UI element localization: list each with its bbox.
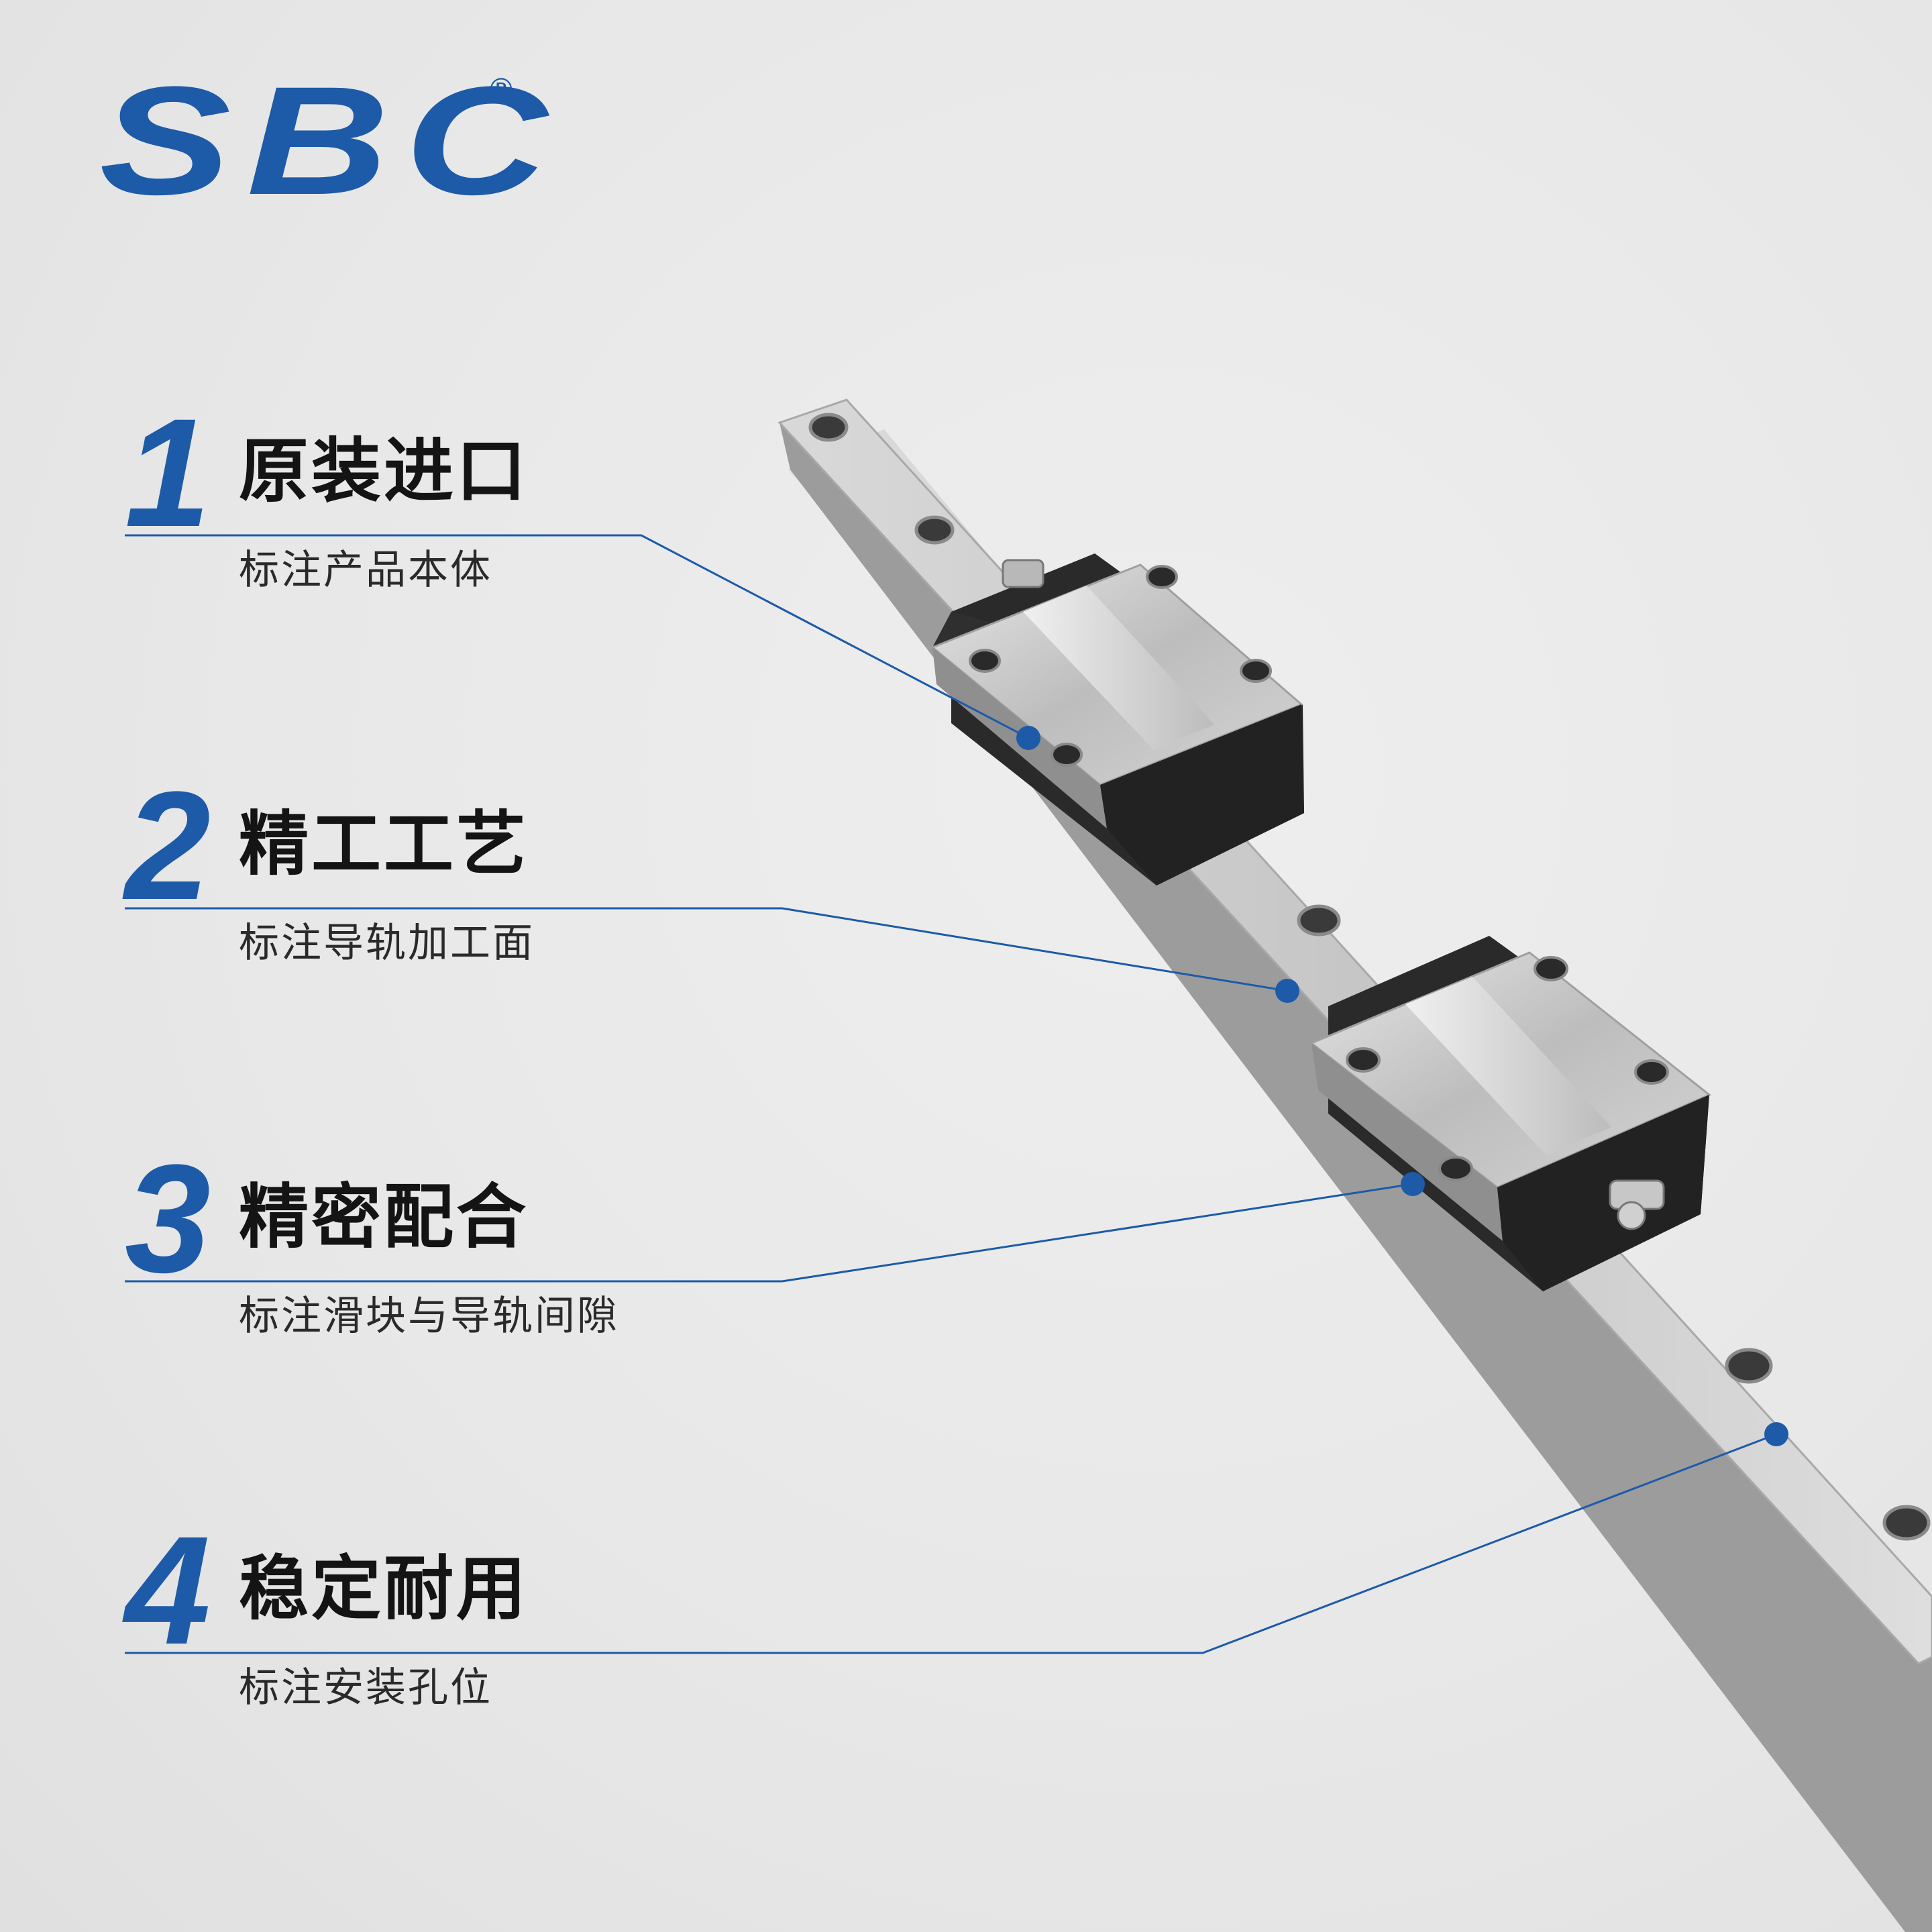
feature-item-1: 1 原装进口 标注产品本体 [125, 396, 930, 597]
feature-title: 原装进口 [239, 430, 529, 512]
leader-lines [125, 534, 1777, 1654]
leader-line-3 [125, 1183, 1413, 1283]
registered-mark: ® [486, 72, 516, 107]
grease-nipple-icon [1609, 1179, 1665, 1230]
feature-title: 稳定耐用 [239, 1548, 529, 1629]
feature-subtitle: 标注滑块与导轨间隙 [239, 1293, 619, 1340]
callout-dot-1 [1016, 726, 1040, 750]
feature-number: 4 [125, 1504, 211, 1676]
leader-line-1 [125, 534, 1029, 739]
carriage-block-lower [1309, 936, 1711, 1291]
feature-subtitle: 标注产品本体 [239, 547, 492, 594]
callout-dot-2 [1275, 979, 1299, 1003]
feature-number: 3 [125, 1132, 211, 1305]
feature-item-4: 4 稳定耐用 标注安装孔位 [125, 1513, 930, 1715]
feature-number: 1 [125, 386, 211, 559]
callout-dot-4 [1764, 1422, 1788, 1446]
feature-item-3: 3 精密配合 标注滑块与导轨间隙 [125, 1142, 930, 1343]
feature-item-2: 2 精工工艺 标注导轨加工面 [125, 769, 930, 970]
feature-subtitle: 标注安装孔位 [239, 1664, 492, 1711]
feature-number: 2 [125, 759, 211, 932]
callout-dots [1016, 726, 1788, 1446]
brand-logo-text: SBC [99, 54, 563, 227]
feature-title: 精密配合 [239, 1176, 529, 1258]
feature-title: 精工工艺 [239, 803, 529, 885]
rail-mounting-holes [808, 413, 1931, 1541]
leader-line-4 [125, 1433, 1777, 1654]
leader-line-2 [125, 907, 1288, 992]
feature-subtitle: 标注导轨加工面 [239, 920, 535, 967]
callout-dot-3 [1401, 1172, 1425, 1196]
carriage-block-upper [930, 553, 1304, 885]
